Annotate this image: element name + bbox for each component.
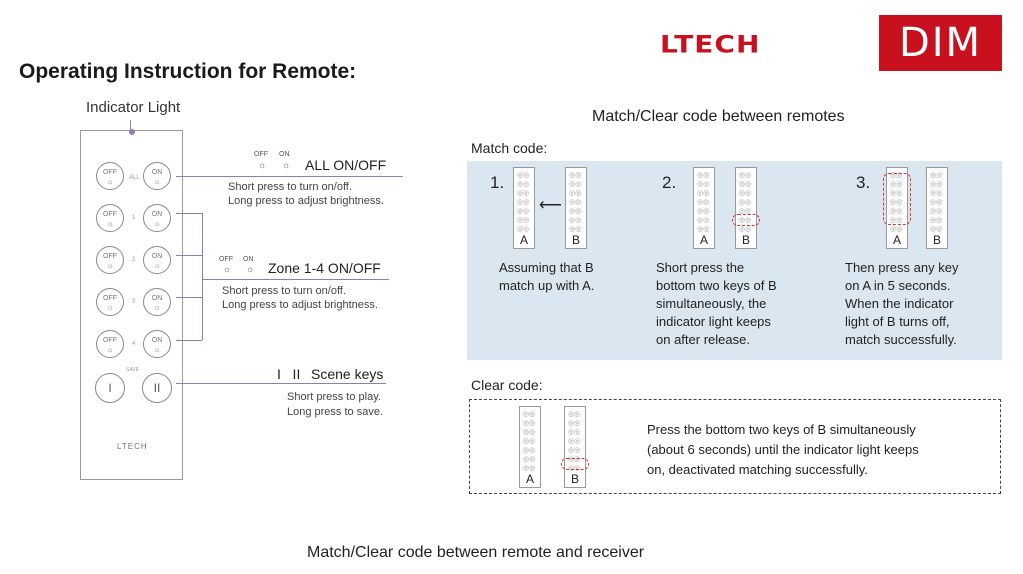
zone-off-label: OFF: [219, 256, 233, 263]
zone4-off-button: OFF☼: [96, 330, 124, 358]
remote-b-mini: ◎◎◎◎◎◎◎◎◎◎◎◎◎◎ B: [735, 167, 757, 249]
page-title: Operating Instruction for Remote:: [19, 60, 357, 83]
bottom-keys-highlight: [732, 214, 760, 226]
save-label: SAVE: [126, 367, 139, 373]
step-1-description: Assuming that B match up with A.: [499, 260, 595, 293]
all-leader-line: [176, 176, 403, 177]
clear-code-label: Clear code:: [471, 377, 543, 393]
zone3-off-button: OFF☼: [96, 288, 124, 316]
zone-onoff-line1: Short press to turn on/off.: [222, 285, 346, 297]
all-onoff-line2: Long press to adjust brightness.: [228, 195, 384, 207]
remote-illustration: OFF☼ ALL ON☼ OFF☼ 1 ON☼ OFF☼ 2 ON☼ OFF☼ …: [80, 129, 183, 480]
step-2-description: Short press the bottom two keys of B sim…: [656, 260, 777, 347]
zone3-label: 3: [132, 299, 136, 305]
step-1-number: 1.: [490, 173, 505, 192]
zone2-leader-line: [176, 255, 202, 256]
zone4-leader-line: [176, 340, 202, 341]
scene-icons: I II: [277, 366, 301, 382]
remote-a-mini: ◎◎◎◎◎◎◎◎◎◎◎◎◎◎ A: [519, 406, 541, 488]
zone-onoff-line2: Long press to adjust brightness.: [222, 299, 378, 311]
zone-on-label: ON: [243, 256, 254, 263]
ltech-logo: LTECH: [660, 30, 761, 59]
remote-a-mini: ◎◎◎◎◎◎◎◎◎◎◎◎◎◎ A: [886, 167, 908, 249]
match-clear-title: Match/Clear code between remotes: [592, 108, 845, 125]
clear-code-description: Press the bottom two keys of B simultane…: [647, 422, 919, 477]
indicator-light-dot: [129, 129, 135, 135]
zone1-leader-line: [176, 213, 202, 214]
all-on-label: ON: [279, 151, 290, 158]
scene-line1: Short press to play.: [287, 391, 381, 403]
arrow-left-icon: ⟵: [539, 197, 562, 214]
zone-onoff-title: Zone 1-4 ON/OFF: [268, 260, 381, 276]
sun-off-icon: ☼: [223, 264, 232, 274]
all-row-label: ALL: [129, 175, 140, 181]
clear-code-panel: ◎◎◎◎◎◎◎◎◎◎◎◎◎◎ A ◎◎◎◎◎◎◎◎◎◎◎◎◎◎ B: [469, 399, 1001, 494]
match-code-label: Match code:: [471, 140, 548, 156]
zone4-on-button: ON☼: [143, 330, 171, 358]
zone1-label: 1: [132, 215, 136, 221]
all-onoff-line1: Short press to turn on/off.: [228, 181, 352, 193]
scene-keys-title: Scene keys: [311, 366, 384, 382]
zone-leader-line: [202, 279, 389, 280]
scene-leader-line: [176, 383, 386, 384]
zone3-on-button: ON☼: [143, 288, 171, 316]
zone1-off-button: OFF☼: [96, 204, 124, 232]
bottom-keys-highlight: [561, 458, 589, 470]
indicator-light-label: Indicator Light: [86, 99, 181, 116]
remote-a-mini: ◎◎◎◎◎◎◎◎◎◎◎◎◎◎ A: [693, 167, 715, 249]
all-off-label: OFF: [254, 151, 268, 158]
step-3-description: Then press any key on A in 5 seconds. Wh…: [845, 260, 959, 347]
zone4-label: 4: [132, 341, 136, 347]
sun-on-icon: ☼: [282, 160, 291, 170]
zone3-leader-line: [176, 297, 202, 298]
scene-1-button: I: [95, 373, 125, 403]
remote-brand: LTECH: [117, 442, 148, 451]
remote-b-mini: ◎◎◎◎◎◎◎◎◎◎◎◎◎◎ B: [564, 406, 586, 488]
match-code-panel: 1. ◎◎◎◎◎◎◎◎◎◎◎◎◎◎ A ⟵ ◎◎◎◎◎◎◎◎◎◎◎◎◎◎ B A…: [467, 161, 1002, 360]
remote-b-mini: ◎◎◎◎◎◎◎◎◎◎◎◎◎◎ B: [926, 167, 948, 249]
all-on-button: ON☼: [143, 162, 171, 190]
all-off-button: OFF☼: [96, 162, 124, 190]
indicator-leader-line: [130, 120, 131, 130]
remote-b-mini: ◎◎◎◎◎◎◎◎◎◎◎◎◎◎ B: [565, 167, 587, 249]
scene-line2: Long press to save.: [287, 406, 384, 418]
all-onoff-title: ALL ON/OFF: [305, 157, 387, 173]
zone2-label: 2: [132, 257, 136, 263]
remote-a-mini: ◎◎◎◎◎◎◎◎◎◎◎◎◎◎ A: [513, 167, 535, 249]
step-2-number: 2.: [662, 173, 677, 192]
scene-2-button: II: [142, 373, 172, 403]
all-keys-highlight: [883, 173, 911, 225]
remote-receiver-title: Match/Clear code between remote and rece…: [307, 544, 645, 561]
sun-on-icon: ☼: [246, 264, 255, 274]
step-3-number: 3.: [856, 173, 871, 192]
dim-badge: DIM: [879, 15, 1002, 71]
zone1-on-button: ON☼: [143, 204, 171, 232]
zone-bracket-line: [202, 213, 203, 340]
zone2-on-button: ON☼: [143, 246, 171, 274]
sun-off-icon: ☼: [258, 160, 267, 170]
zone2-off-button: OFF☼: [96, 246, 124, 274]
